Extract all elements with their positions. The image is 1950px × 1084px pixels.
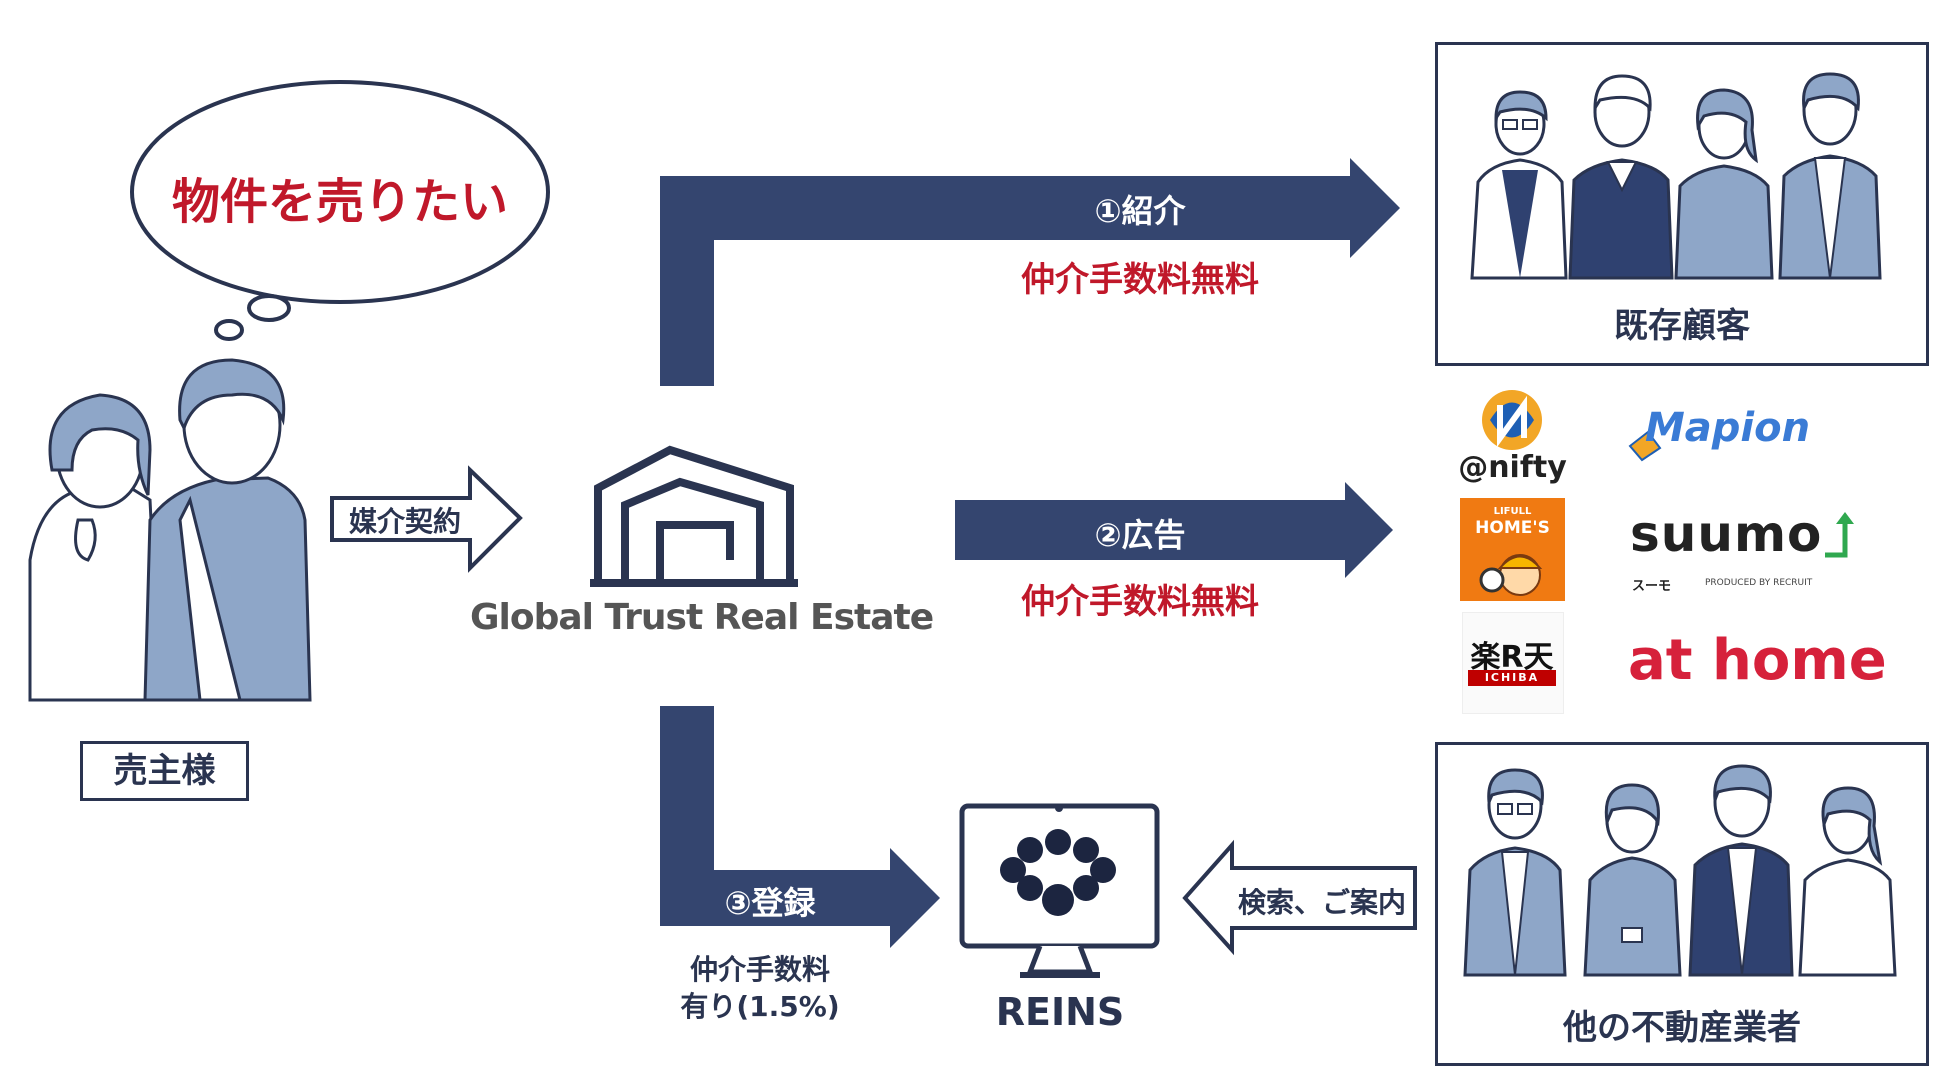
mapion-logo-text: Mapion [1645,405,1811,451]
homes-logo-small: LIFULL [1493,506,1532,517]
other-agents-label: 他の不動産業者 [1563,1008,1801,1048]
flow-3-fee-line2: 有り(1.5%) [680,990,840,1023]
seller-thought: 物件を売りたい [171,174,508,230]
flow-1-label: ①紹介 [1094,192,1186,230]
contract-arrow-label: 媒介契約 [348,505,461,538]
seller-label: 売主様 [113,751,216,791]
suumo-sub-text: スーモ [1632,579,1672,594]
homes-logo-text: HOME'S [1475,518,1550,538]
athome-logo-text: at home [1628,628,1887,693]
rakuten-logo-text: 楽R天 [1470,640,1554,675]
seller-label-box: 売主様 [80,741,249,801]
flow-2-label: ②広告 [1094,516,1186,554]
rakuten-logo [1462,612,1564,714]
flow-arrow-introduce [660,158,1400,386]
company-name: Global Trust Real Estate [470,597,934,638]
suumo-produced-text: PRODUCED BY RECRUIT [1705,578,1813,588]
flow-arrow-advertise [955,482,1393,578]
existing-customers-label: 既存顧客 [1614,306,1750,346]
rakuten-sub-text: ICHIBA [1468,670,1556,686]
nifty-logo-text: @nifty [1458,450,1567,485]
suumo-logo-text: suumo [1630,505,1823,563]
search-arrow [1182,839,1417,956]
flow-2-fee: 仲介手数料無料 [1021,582,1259,622]
flow-arrow-register [660,706,940,948]
search-arrow-label: 検索、ご案内 [1237,886,1406,919]
flow-3-fee-line1: 仲介手数料 [689,953,830,986]
flow-1-fee: 仲介手数料無料 [1021,260,1259,300]
reins-label: REINS [995,990,1125,1034]
flow-3-label: ③登録 [724,884,816,922]
